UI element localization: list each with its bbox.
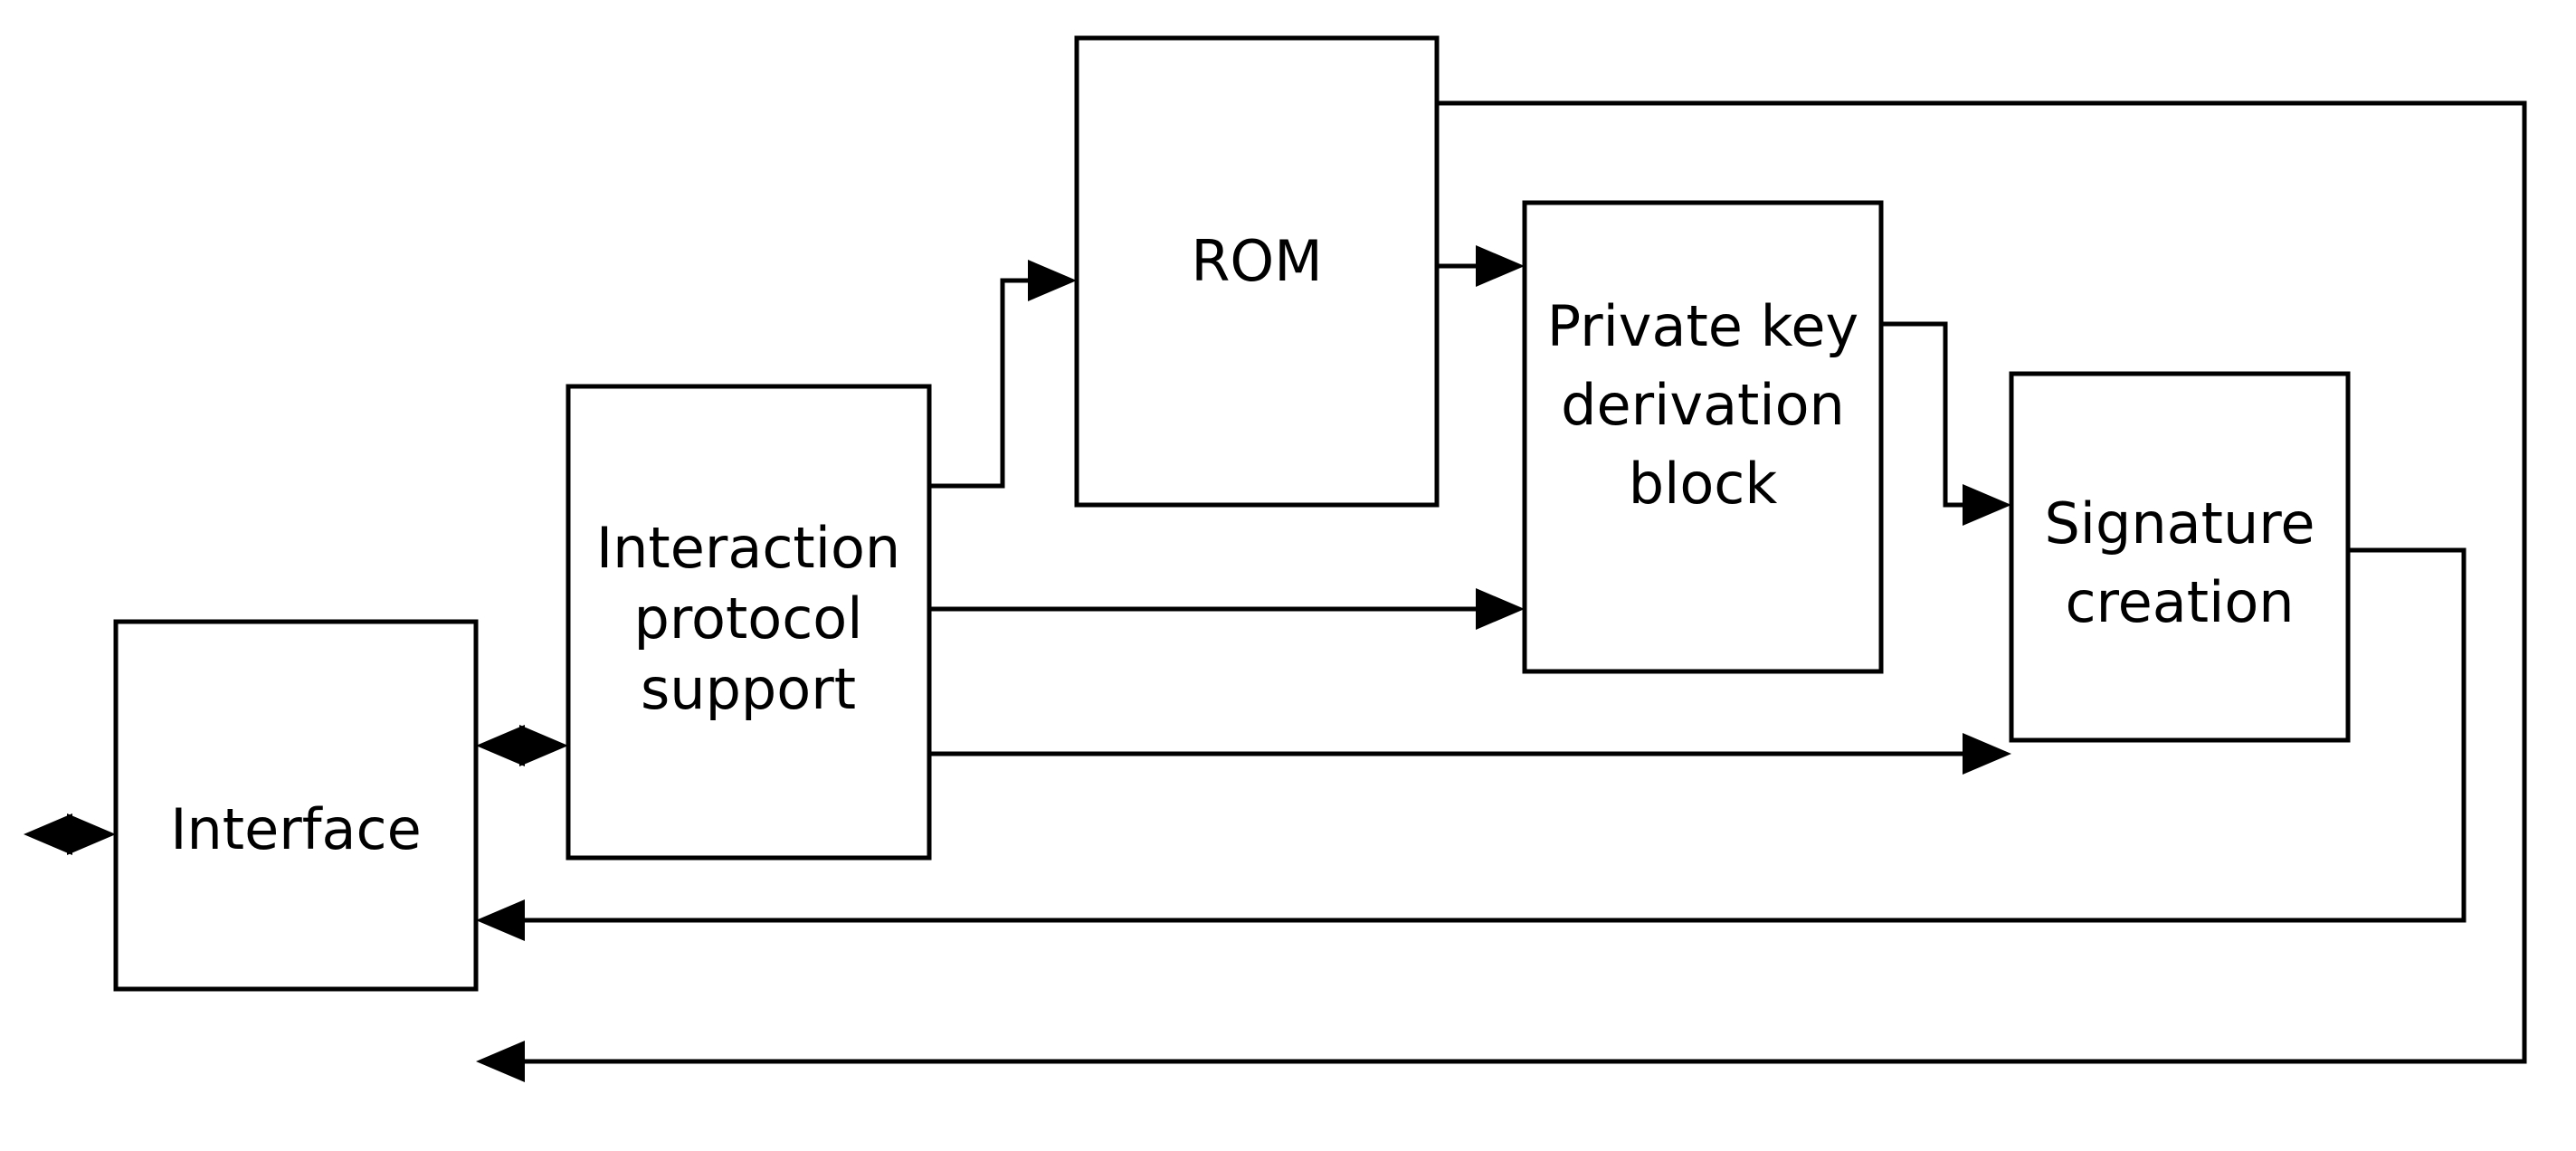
connector-privkey-to-signature: [1881, 321, 2011, 526]
block-private-key-derivation-label-line-3: block: [1629, 451, 1778, 517]
arrowhead-rom-to-privkey: [1476, 245, 1525, 287]
connector-rom-to-privkey: [1437, 245, 1525, 287]
block-private-key-derivation-rect[interactable]: [1522, 200, 1884, 674]
block-private-key-derivation[interactable]: Private key derivation block: [1522, 200, 1884, 674]
arrowhead-privkey-to-signature: [1963, 484, 2011, 526]
block-private-key-derivation-label-line-1: Private key: [1547, 293, 1858, 359]
arrowhead-interaction-to-privkey: [1476, 588, 1525, 630]
connector-signature-to-interface-path: [507, 547, 2467, 923]
block-interaction-protocol-support-label-line-2: protocol: [634, 585, 863, 652]
block-interface-rect[interactable]: [113, 619, 479, 992]
block-signature-creation[interactable]: Signature creation: [2009, 371, 2351, 743]
block-interaction-protocol-support-rect[interactable]: [566, 384, 932, 861]
block-signature-creation-label-line-2: creation: [2065, 569, 2294, 635]
arrowhead-interaction-to-interface: [476, 725, 525, 766]
connector-rom-to-interface-path: [507, 100, 2527, 1064]
block-rom[interactable]: ROM: [1074, 35, 1440, 508]
arrowhead-rom-to-interface: [476, 1041, 525, 1082]
arrowhead-external-out: [24, 813, 72, 855]
arrowhead-signature-to-interface: [476, 899, 525, 941]
connector-interaction-to-rom-path: [929, 278, 1046, 489]
connector-interface-to-interaction: [476, 725, 568, 766]
block-interface[interactable]: Interface: [113, 619, 479, 992]
block-interaction-protocol-support-label-line-1: Interaction: [596, 515, 900, 581]
connector-interaction-to-privkey: [929, 588, 1525, 630]
arrowhead-interface-to-interaction: [519, 725, 568, 766]
block-rom-rect[interactable]: [1074, 35, 1440, 508]
connector-privkey-to-signature-path: [1881, 321, 1981, 508]
arrowhead-interaction-to-signature: [1963, 733, 2011, 775]
connector-interaction-to-signature: [929, 733, 2011, 775]
block-signature-creation-label-line-1: Signature: [2044, 490, 2315, 556]
block-interaction-protocol-support-label-line-3: support: [641, 656, 856, 722]
block-private-key-derivation-label-line-2: derivation: [1561, 372, 1845, 438]
block-signature-creation-rect[interactable]: [2009, 371, 2351, 743]
arrowhead-external-in: [67, 813, 116, 855]
block-rom-label: ROM: [1191, 228, 1322, 294]
block-interaction-protocol-support[interactable]: Interaction protocol support: [566, 384, 932, 861]
connector-external-to-interface: [24, 813, 116, 855]
connector-rom-to-interface: [476, 100, 2527, 1082]
connector-signature-to-interface: [476, 547, 2467, 941]
arrowhead-interaction-to-rom: [1028, 260, 1077, 301]
block-interface-label: Interface: [170, 796, 422, 862]
connector-interaction-to-rom: [929, 260, 1077, 489]
